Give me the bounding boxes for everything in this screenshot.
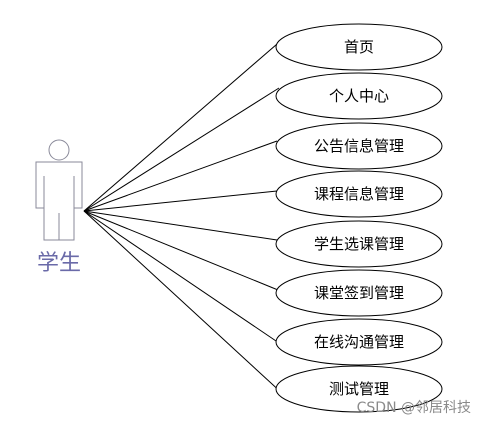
use-case-label: 个人中心 xyxy=(329,87,389,105)
use-case: 公告信息管理 xyxy=(275,122,443,170)
association-line xyxy=(83,210,280,344)
actor-label: 学生 xyxy=(37,251,81,276)
use-case-label: 学生选课管理 xyxy=(314,235,404,253)
use-case-ellipse xyxy=(275,170,443,218)
association-line xyxy=(83,210,285,396)
actor-body xyxy=(35,161,83,241)
association-line xyxy=(83,37,285,212)
use-case-ellipse xyxy=(275,318,443,366)
association-line xyxy=(83,210,279,291)
association-lines xyxy=(83,37,285,396)
use-case-label: 课堂签到管理 xyxy=(314,284,404,302)
use-case: 个人中心 xyxy=(275,72,443,120)
use-case-label: 公告信息管理 xyxy=(314,137,404,155)
watermark: CSDN @邻居科技 xyxy=(357,400,471,416)
association-line xyxy=(83,190,278,212)
use-case-ellipse xyxy=(275,122,443,170)
use-case-label: 首页 xyxy=(344,38,374,56)
use-case: 首页 xyxy=(275,23,443,71)
use-case: 测试管理 xyxy=(275,365,443,413)
use-case: 课堂签到管理 xyxy=(275,269,443,317)
actor-head xyxy=(48,139,70,161)
use-case-ellipse xyxy=(275,269,443,317)
use-case-ellipse xyxy=(275,23,443,71)
use-case-label: 在线沟通管理 xyxy=(314,333,404,351)
association-line xyxy=(83,210,278,241)
use-case-label: 测试管理 xyxy=(329,380,389,398)
use-case: 课程信息管理 xyxy=(275,170,443,218)
use-case-ellipse xyxy=(275,72,443,120)
use-case-label: 课程信息管理 xyxy=(314,185,404,203)
use-case: 在线沟通管理 xyxy=(275,318,443,366)
use-case-ellipse xyxy=(275,220,443,268)
use-case: 学生选课管理 xyxy=(275,220,443,268)
association-line xyxy=(83,87,280,212)
association-line xyxy=(83,140,278,212)
actor-figure xyxy=(35,139,83,241)
use-case-ellipse xyxy=(275,365,443,413)
